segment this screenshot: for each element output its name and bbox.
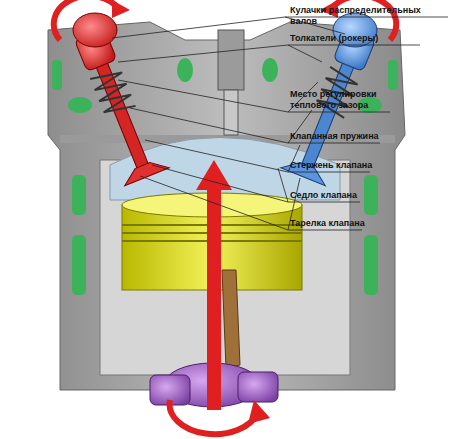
coolant-passage (177, 58, 193, 82)
valve-spring (90, 67, 135, 118)
leader-line (145, 140, 288, 172)
part-label: Стержень клапана (290, 160, 430, 171)
force-arrow (207, 185, 221, 410)
part-label: Тарелка клапана (290, 218, 430, 229)
arrow-head (248, 400, 270, 424)
leader-line (112, 17, 285, 38)
leader-line (130, 108, 288, 143)
leader-line (118, 80, 288, 112)
part-label: Толкатели (рокеры) (290, 33, 430, 44)
coolant-passage (68, 97, 92, 113)
coolant-passages (52, 58, 398, 295)
leader-line (288, 143, 380, 144)
leader-line (288, 202, 360, 203)
leader-line (288, 172, 370, 173)
coolant-passage (364, 175, 378, 215)
leader-line (118, 45, 288, 62)
spark-plug (224, 90, 238, 135)
coolant-passage (388, 60, 398, 90)
leader-line (288, 112, 390, 113)
coolant-passage (52, 60, 62, 90)
rotation-arrow (54, 0, 118, 40)
coolant-passage (262, 58, 278, 82)
engine-block (48, 22, 405, 390)
intake-valve (67, 25, 169, 186)
leader-line (140, 176, 288, 230)
camshaft-lobe (73, 13, 117, 47)
rotation-arrow (170, 400, 258, 434)
part-label: Кулачки распределительных валов (290, 5, 450, 27)
leader-lines (112, 17, 448, 230)
leader-line (288, 45, 420, 46)
leader-line (288, 45, 322, 62)
coolant-passage (72, 175, 86, 215)
part-label: Место регулировки теплового зазора (290, 89, 390, 111)
part-label: Седло клапана (290, 190, 430, 201)
crankshaft (238, 372, 278, 402)
part-label: Клапанная пружина (290, 131, 430, 142)
connecting-rod (222, 270, 240, 368)
arrow-head (112, 0, 130, 18)
valve-head (120, 157, 169, 186)
leader-line (278, 168, 288, 202)
leader-line (288, 230, 362, 231)
coolant-passage (364, 235, 378, 295)
leader-line (152, 165, 288, 202)
coolant-passage (72, 235, 86, 295)
valve-stem (94, 57, 150, 173)
spark-plug (218, 30, 244, 90)
